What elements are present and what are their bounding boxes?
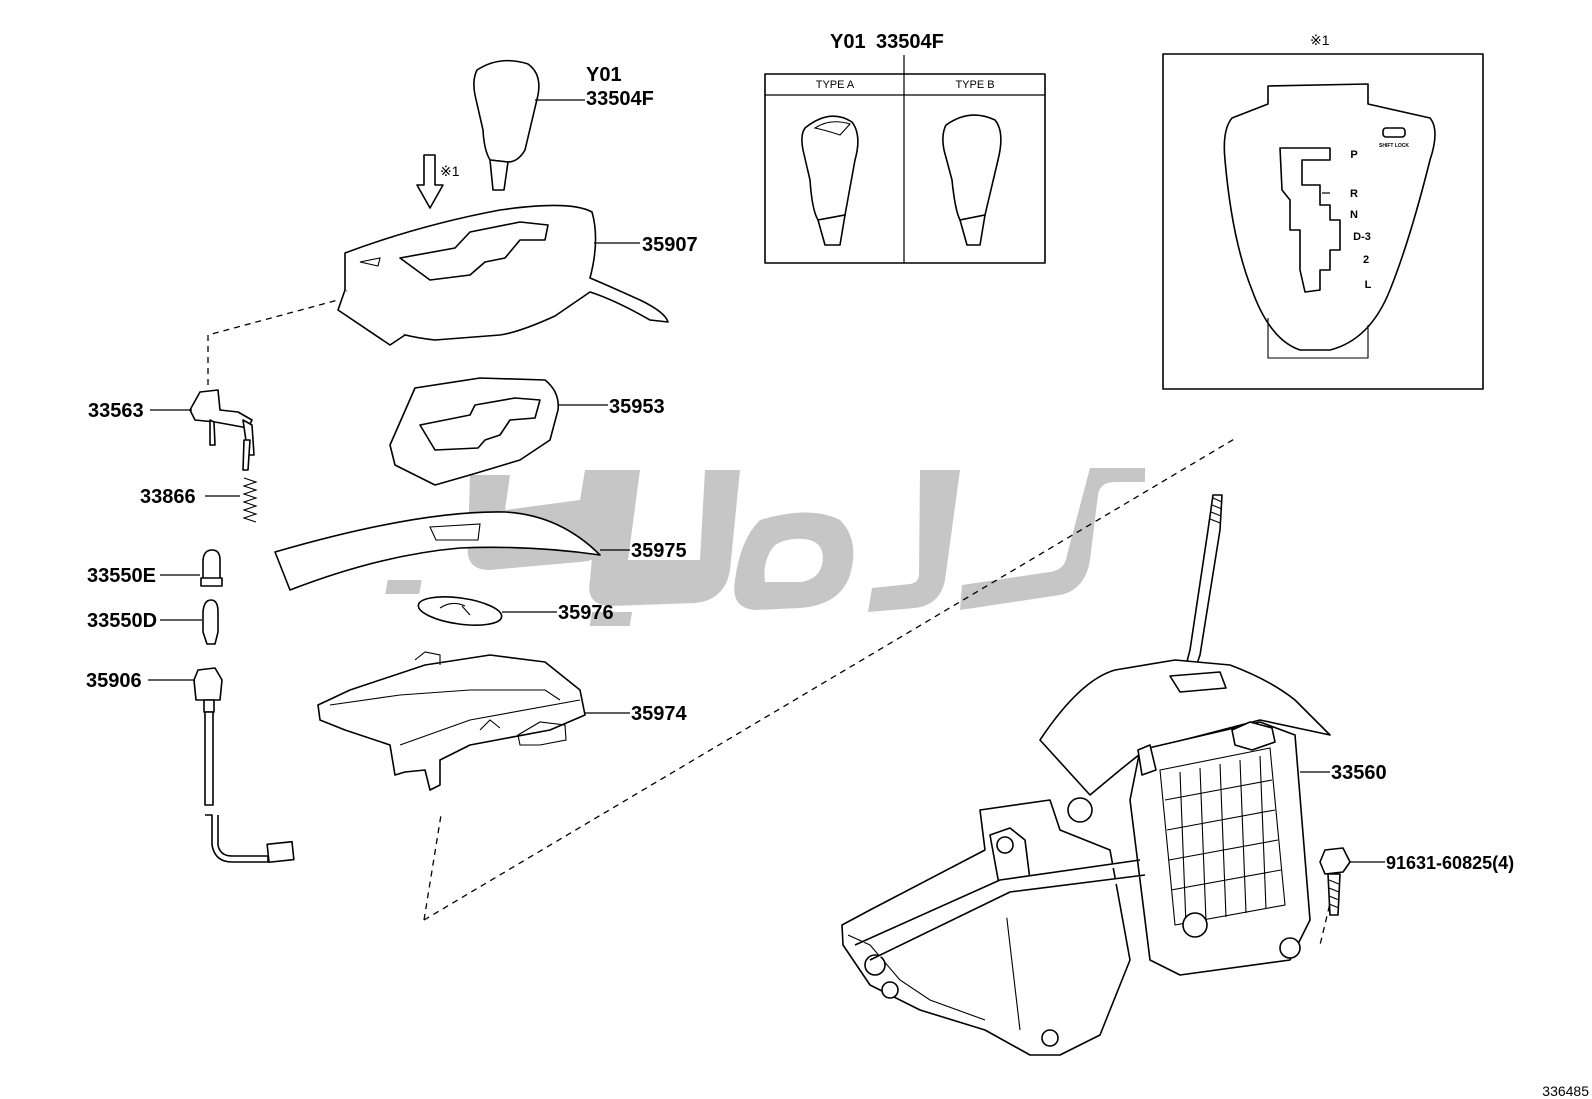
slide-cover-35975	[274, 511, 630, 591]
bulb-e-label: 33550E	[87, 565, 156, 587]
shift-gate-detail-box: ※1 SHIFT LOCK P R N D-3 2 L	[1162, 32, 1484, 390]
bolt-91631	[1319, 847, 1385, 916]
gate-l: L	[1365, 279, 1372, 291]
down-arrow-icon	[416, 154, 444, 209]
note-mark-arrow: ※1	[440, 163, 460, 179]
gate-d3: D-3	[1353, 231, 1371, 243]
shift-lock-switch-33563	[150, 389, 255, 471]
housing-top-label: 35907	[642, 234, 698, 256]
indicator-plate-35953	[389, 377, 608, 486]
gate-n: N	[1350, 209, 1358, 221]
knob-variant-box: Y01 33504F TYPE A TYPE B	[764, 31, 1046, 264]
knob-code-label: Y01	[586, 64, 622, 86]
shift-lever-assembly-33560	[841, 494, 1331, 1056]
spring-33866	[205, 477, 258, 523]
shift-lock-text: SHIFT LOCK	[1379, 143, 1409, 149]
socket-wire-35906	[148, 667, 295, 864]
dashed-reference-lines	[207, 299, 1333, 946]
indicator-housing-35974	[317, 651, 630, 791]
shift-knob	[473, 59, 585, 191]
type-a-label: TYPE A	[816, 79, 855, 91]
bulb-33550E	[160, 549, 223, 587]
bulb-33550D	[160, 599, 219, 645]
note-mark-box: ※1	[1310, 32, 1330, 48]
bulb-d-label: 33550D	[87, 610, 157, 632]
housing-top-35907	[337, 204, 669, 346]
small-cover-35976	[417, 596, 557, 626]
bolt-label: 91631-60825(4)	[1386, 853, 1514, 873]
variant-part: 33504F	[876, 31, 944, 53]
gate-p: P	[1350, 149, 1357, 161]
shift-lever-label: 33560	[1331, 762, 1387, 784]
slide-cover-label: 35975	[631, 540, 687, 562]
shift-lock-switch-label: 33563	[88, 400, 144, 422]
type-b-label: TYPE B	[955, 79, 994, 91]
diagram-id: 336485	[1542, 1083, 1589, 1099]
knob-part-label: 33504F	[586, 88, 654, 110]
variant-code: Y01	[830, 31, 866, 53]
gate-2: 2	[1363, 254, 1369, 266]
spring-label: 33866	[140, 486, 196, 508]
socket-wire-label: 35906	[86, 670, 142, 692]
grid-openings	[1164, 755, 1282, 926]
indicator-plate-label: 35953	[609, 396, 665, 418]
gate-r: R	[1350, 188, 1358, 200]
small-cover-label: 35976	[558, 602, 614, 624]
indicator-housing-label: 35974	[631, 703, 687, 725]
